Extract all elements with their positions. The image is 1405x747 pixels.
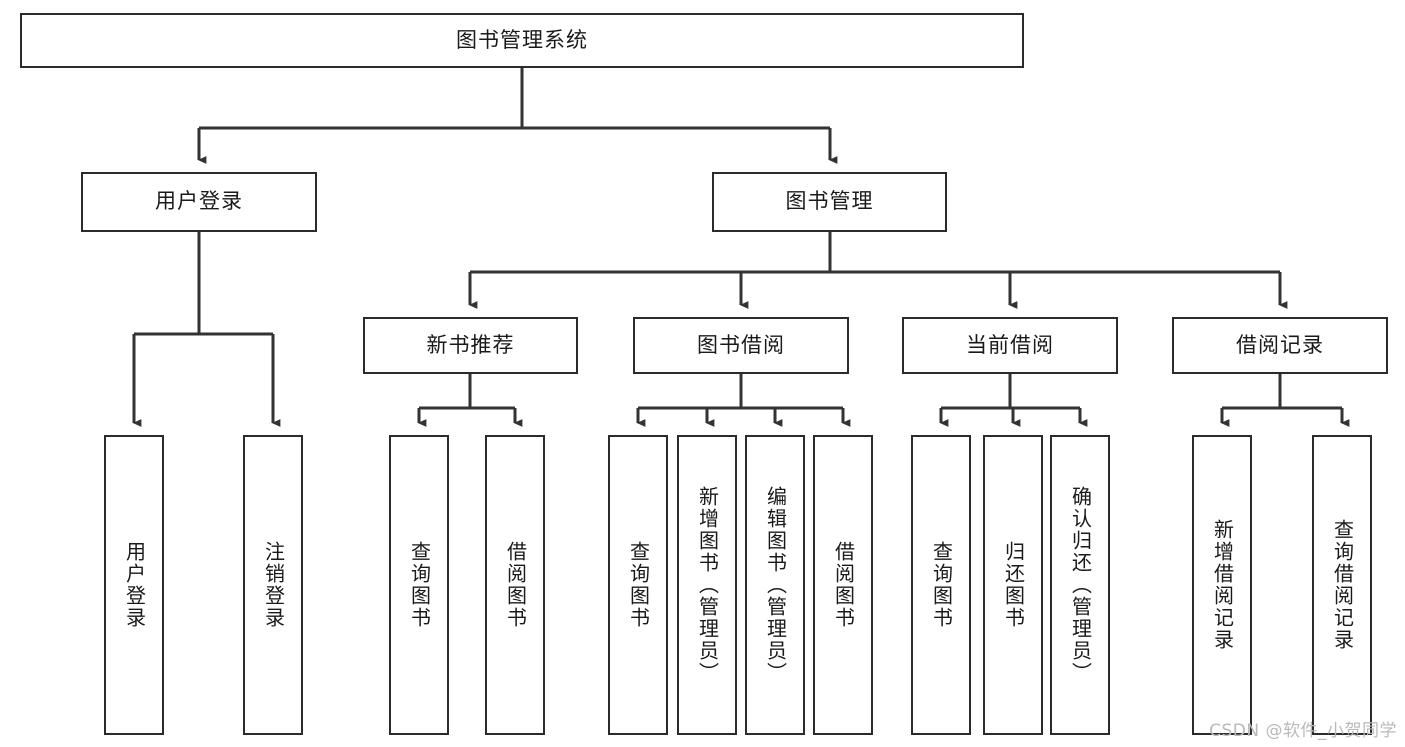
node-current-borrow[interactable]: 当前借阅 bbox=[902, 317, 1118, 374]
node-book-manage-label: 图书管理 bbox=[785, 189, 874, 214]
node-leaf-add-book-admin[interactable]: 新增图书（管理员） bbox=[677, 435, 737, 735]
node-root[interactable]: 图书管理系统 bbox=[20, 13, 1024, 68]
node-leaf-query-book-rec[interactable]: 查询图书 bbox=[389, 435, 449, 735]
node-current-borrow-label: 当前借阅 bbox=[966, 332, 1054, 357]
node-leaf-return-book[interactable]: 归还图书 bbox=[983, 435, 1043, 735]
node-leaf-query-book-2-label: 查询图书 bbox=[626, 541, 651, 629]
node-book-borrow-label: 图书借阅 bbox=[697, 332, 785, 357]
node-borrow-record[interactable]: 借阅记录 bbox=[1172, 317, 1388, 374]
node-leaf-query-book-3[interactable]: 查询图书 bbox=[911, 435, 971, 735]
node-leaf-user-login-label: 用户登录 bbox=[122, 541, 147, 629]
node-user-login-label: 用户登录 bbox=[155, 189, 243, 214]
node-leaf-query-borrow-record-label: 查询借阅记录 bbox=[1330, 519, 1355, 651]
node-leaf-user-login[interactable]: 用户登录 bbox=[104, 435, 164, 735]
node-leaf-logout-label: 注销登录 bbox=[261, 541, 286, 629]
node-leaf-edit-book-admin-label: 编辑图书（管理员） bbox=[763, 486, 788, 684]
node-leaf-confirm-return-admin-label: 确认归还（管理员） bbox=[1068, 486, 1093, 684]
node-book-borrow[interactable]: 图书借阅 bbox=[633, 317, 849, 374]
node-root-label: 图书管理系统 bbox=[456, 27, 588, 52]
node-leaf-query-borrow-record[interactable]: 查询借阅记录 bbox=[1312, 435, 1372, 735]
node-borrow-record-label: 借阅记录 bbox=[1236, 332, 1324, 357]
node-leaf-confirm-return-admin[interactable]: 确认归还（管理员） bbox=[1050, 435, 1110, 735]
node-leaf-query-book-2[interactable]: 查询图书 bbox=[608, 435, 668, 735]
node-leaf-add-borrow-record-label: 新增借阅记录 bbox=[1210, 519, 1235, 651]
node-leaf-borrow-book-2-label: 借阅图书 bbox=[831, 541, 856, 629]
node-new-book-rec-label: 新书推荐 bbox=[426, 332, 515, 357]
node-leaf-query-book-3-label: 查询图书 bbox=[929, 541, 954, 629]
node-leaf-borrow-book-2[interactable]: 借阅图书 bbox=[813, 435, 873, 735]
node-leaf-query-book-rec-label: 查询图书 bbox=[407, 541, 432, 629]
node-leaf-add-book-admin-label: 新增图书（管理员） bbox=[695, 486, 720, 684]
node-book-manage[interactable]: 图书管理 bbox=[712, 172, 947, 232]
node-leaf-borrow-book-rec-label: 借阅图书 bbox=[503, 541, 528, 629]
node-leaf-edit-book-admin[interactable]: 编辑图书（管理员） bbox=[745, 435, 805, 735]
node-leaf-add-borrow-record[interactable]: 新增借阅记录 bbox=[1192, 435, 1252, 735]
node-leaf-return-book-label: 归还图书 bbox=[1001, 541, 1026, 629]
csdn-watermark: CSDN @软件_小贺同学 bbox=[1209, 721, 1397, 741]
node-leaf-logout[interactable]: 注销登录 bbox=[243, 435, 303, 735]
node-new-book-rec[interactable]: 新书推荐 bbox=[363, 317, 578, 374]
node-leaf-borrow-book-rec[interactable]: 借阅图书 bbox=[485, 435, 545, 735]
node-user-login[interactable]: 用户登录 bbox=[81, 172, 317, 232]
